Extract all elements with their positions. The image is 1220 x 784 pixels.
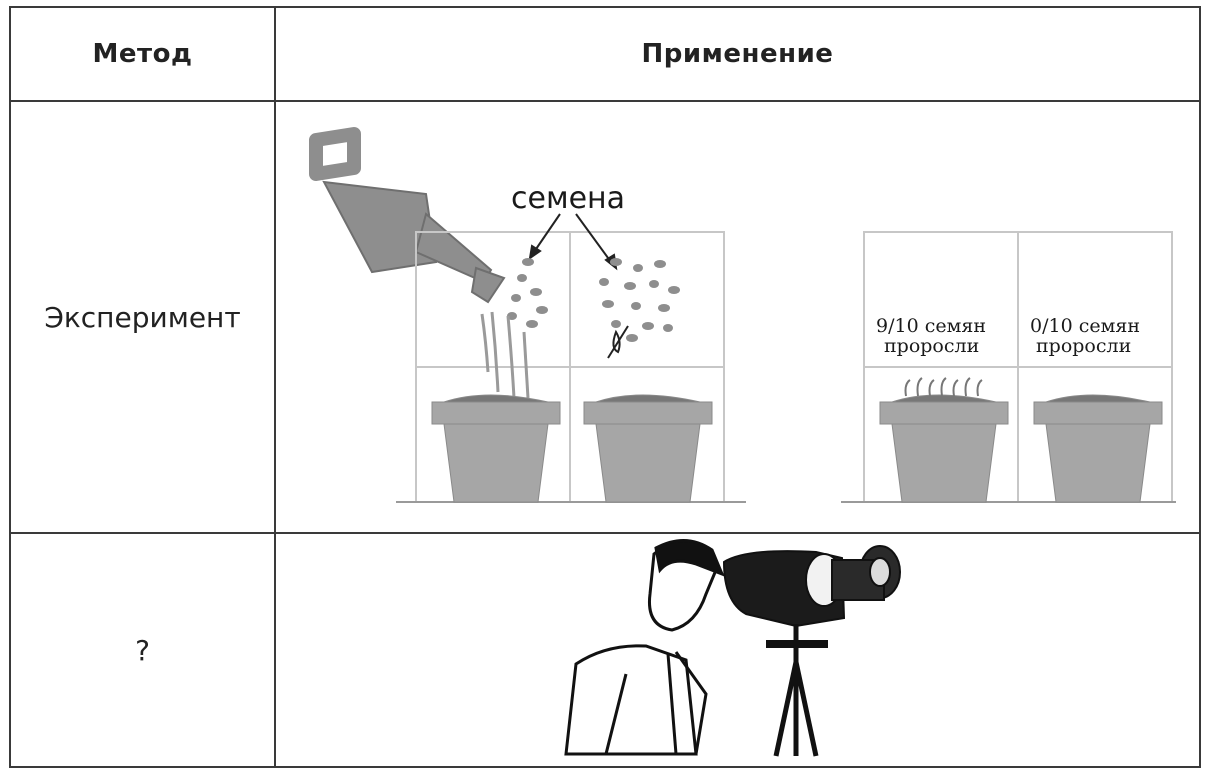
experiment-illustration-cell: семена bbox=[274, 100, 1201, 534]
watering-can-icon bbox=[309, 127, 506, 304]
result-right-line1: 0/10 семян bbox=[1030, 315, 1140, 337]
header-method: Метод bbox=[9, 6, 276, 102]
result-left-line2: проросли bbox=[884, 335, 979, 357]
falling-seeds-left bbox=[507, 258, 548, 328]
flower-pot-icon bbox=[431, 394, 561, 503]
water-streams bbox=[480, 311, 530, 399]
dry-seeds-right bbox=[599, 258, 680, 342]
methods-table: Метод Применение Эксперимент bbox=[9, 6, 1201, 768]
table-header-row: Метод Применение bbox=[9, 6, 1201, 102]
seeds-arrows bbox=[528, 213, 618, 271]
header-application: Применение bbox=[274, 6, 1201, 102]
observation-illustration-cell bbox=[274, 532, 1201, 768]
method-cell: Эксперимент bbox=[9, 100, 276, 534]
flower-pot-icon bbox=[583, 394, 713, 503]
result-left-line1: 9/10 семян bbox=[876, 315, 986, 337]
table-row: ? bbox=[9, 532, 1201, 768]
experiment-illustration: семена bbox=[309, 127, 1176, 503]
binoculars-observer-icon bbox=[564, 539, 901, 757]
flower-pot-icon bbox=[1033, 394, 1163, 503]
sprouts-icon bbox=[904, 377, 983, 397]
result-right-line2: проросли bbox=[1036, 335, 1131, 357]
flower-pot-icon bbox=[879, 394, 1009, 503]
seeds-label: семена bbox=[511, 181, 625, 216]
method-cell-unknown: ? bbox=[9, 532, 276, 768]
no-water-icon bbox=[607, 325, 629, 359]
table-row: Эксперимент bbox=[9, 100, 1201, 534]
